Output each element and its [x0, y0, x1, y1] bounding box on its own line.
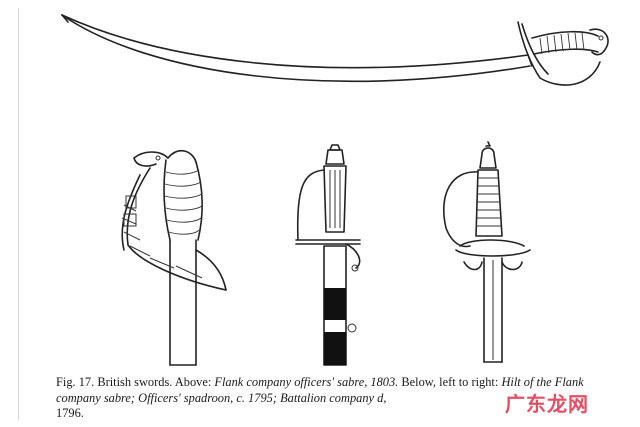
caption-item-3: Battalion company: [280, 390, 378, 405]
page-edge-line: [18, 8, 19, 420]
caption-item-1: Hilt of the Flank company sabre;: [56, 375, 584, 405]
watermark-text: 广东龙网: [505, 392, 589, 416]
caption-title: British swords.: [97, 375, 173, 389]
flank-sabre-hilt: [121, 150, 227, 366]
caption-below-label: Below, left to right:: [401, 375, 499, 389]
caption-item-3-end: d,: [377, 390, 387, 405]
caption-fig-label: Fig. 17.: [56, 375, 95, 389]
battalion-sword-illustration: [442, 141, 531, 363]
caption-year: 1796.: [56, 406, 84, 421]
spadroon-illustration: [295, 144, 361, 366]
caption-above-label: Above:: [174, 375, 212, 389]
caption-item-2: Officers' spadroon, c. 1795;: [138, 390, 277, 405]
caption-above-item: Flank company officers' sabre, 1803.: [214, 375, 399, 389]
figure-caption: Fig. 17. British swords. Above: Flank co…: [56, 375, 622, 422]
sabre-illustration: [61, 14, 609, 86]
watermark-logo: 广东龙网: [505, 388, 635, 416]
